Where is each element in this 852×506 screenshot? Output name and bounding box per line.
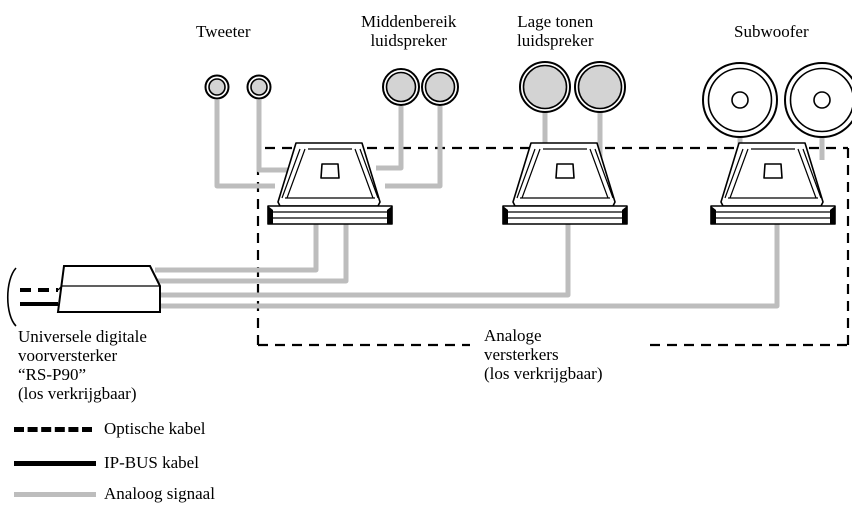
- preamp-label-line3: “RS-P90”: [18, 365, 86, 384]
- legend-optical-swatch: [14, 427, 92, 432]
- tweeter-label: Tweeter: [196, 22, 251, 41]
- legend-ipbus-swatch: [14, 461, 96, 466]
- woofer-label: Lage tonen luidspreker: [517, 12, 593, 50]
- amplifiers-label-line3: (los verkrijgbaar): [484, 364, 603, 383]
- legend-ipbus-label: IP-BUS kabel: [104, 453, 199, 472]
- amplifiers-label-line2: versterkers: [484, 345, 559, 364]
- preamp-label-line1: Universele digitale: [18, 327, 147, 346]
- amplifiers-label: Analoge versterkers (los verkrijgbaar): [484, 326, 602, 383]
- amp-cables: [155, 222, 780, 309]
- midrange-label-line1: Middenbereik: [361, 12, 457, 31]
- preamp-label-line2: voorversterker: [18, 346, 118, 365]
- amplifiers-label-line1: Analoge: [484, 326, 542, 345]
- subwoofer-pair: [702, 62, 852, 138]
- tweeter-pair: [204, 74, 272, 100]
- midrange-label: Middenbereik luidspreker: [361, 12, 456, 50]
- subwoofer-label: Subwoofer: [734, 22, 809, 41]
- woofer-pair: [519, 61, 626, 113]
- preamp-input-cables: [7, 267, 58, 327]
- amplifier-2: [502, 142, 628, 225]
- woofer-label-line1: Lage tonen: [517, 12, 594, 31]
- amplifier-1: [267, 142, 393, 225]
- amplifier-3: [710, 142, 836, 225]
- legend-optical-label: Optische kabel: [104, 419, 206, 438]
- legend-analog-swatch: [14, 492, 96, 497]
- woofer-label-line2: luidspreker: [517, 31, 594, 50]
- preamp-label: Universele digitale voorversterker “RS-P…: [18, 327, 147, 403]
- midrange-label-line2: luidspreker: [370, 31, 447, 50]
- midrange-pair: [382, 68, 459, 106]
- preamp-unit: [56, 265, 161, 313]
- preamp-label-line4: (los verkrijgbaar): [18, 384, 137, 403]
- legend-analog-label: Analoog signaal: [104, 484, 215, 503]
